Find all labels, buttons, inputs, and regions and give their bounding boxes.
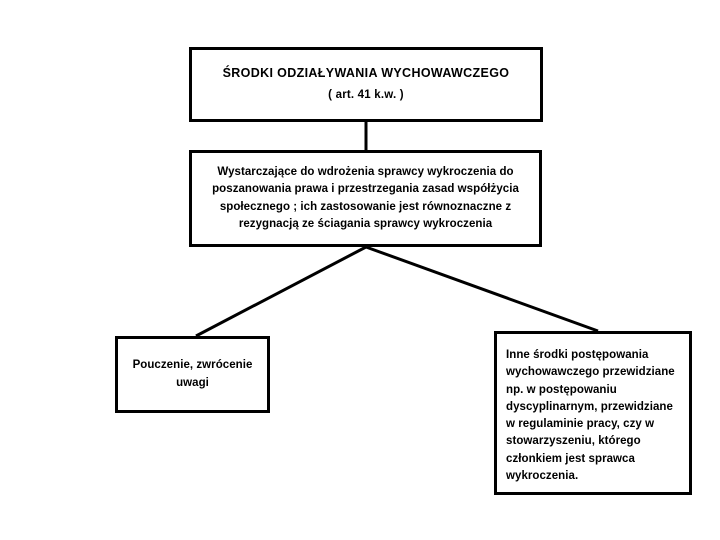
node-root-title-box: ŚRODKI ODZIAŁYWANIA WYCHOWAWCZEGO ( art.…: [189, 47, 543, 122]
connector-description-to-right: [365, 245, 599, 333]
connector-description-to-left: [195, 245, 367, 338]
right-measure-text: Inne środki postępowania wychowawczego p…: [506, 349, 675, 482]
node-left-measure-box: Pouczenie, zwrócenie uwagi: [115, 336, 270, 413]
root-title: ŚRODKI ODZIAŁYWANIA WYCHOWAWCZEGO: [222, 65, 510, 80]
root-subtitle: ( art. 41 k.w. ): [328, 89, 404, 102]
description-text: Wystarczające do wdrożenia sprawcy wykro…: [212, 166, 519, 230]
left-measure-text: Pouczenie, zwrócenie uwagi: [132, 359, 253, 389]
node-right-measure-box: Inne środki postępowania wychowawczego p…: [494, 331, 692, 495]
node-description-box: Wystarczające do wdrożenia sprawcy wykro…: [189, 150, 542, 247]
